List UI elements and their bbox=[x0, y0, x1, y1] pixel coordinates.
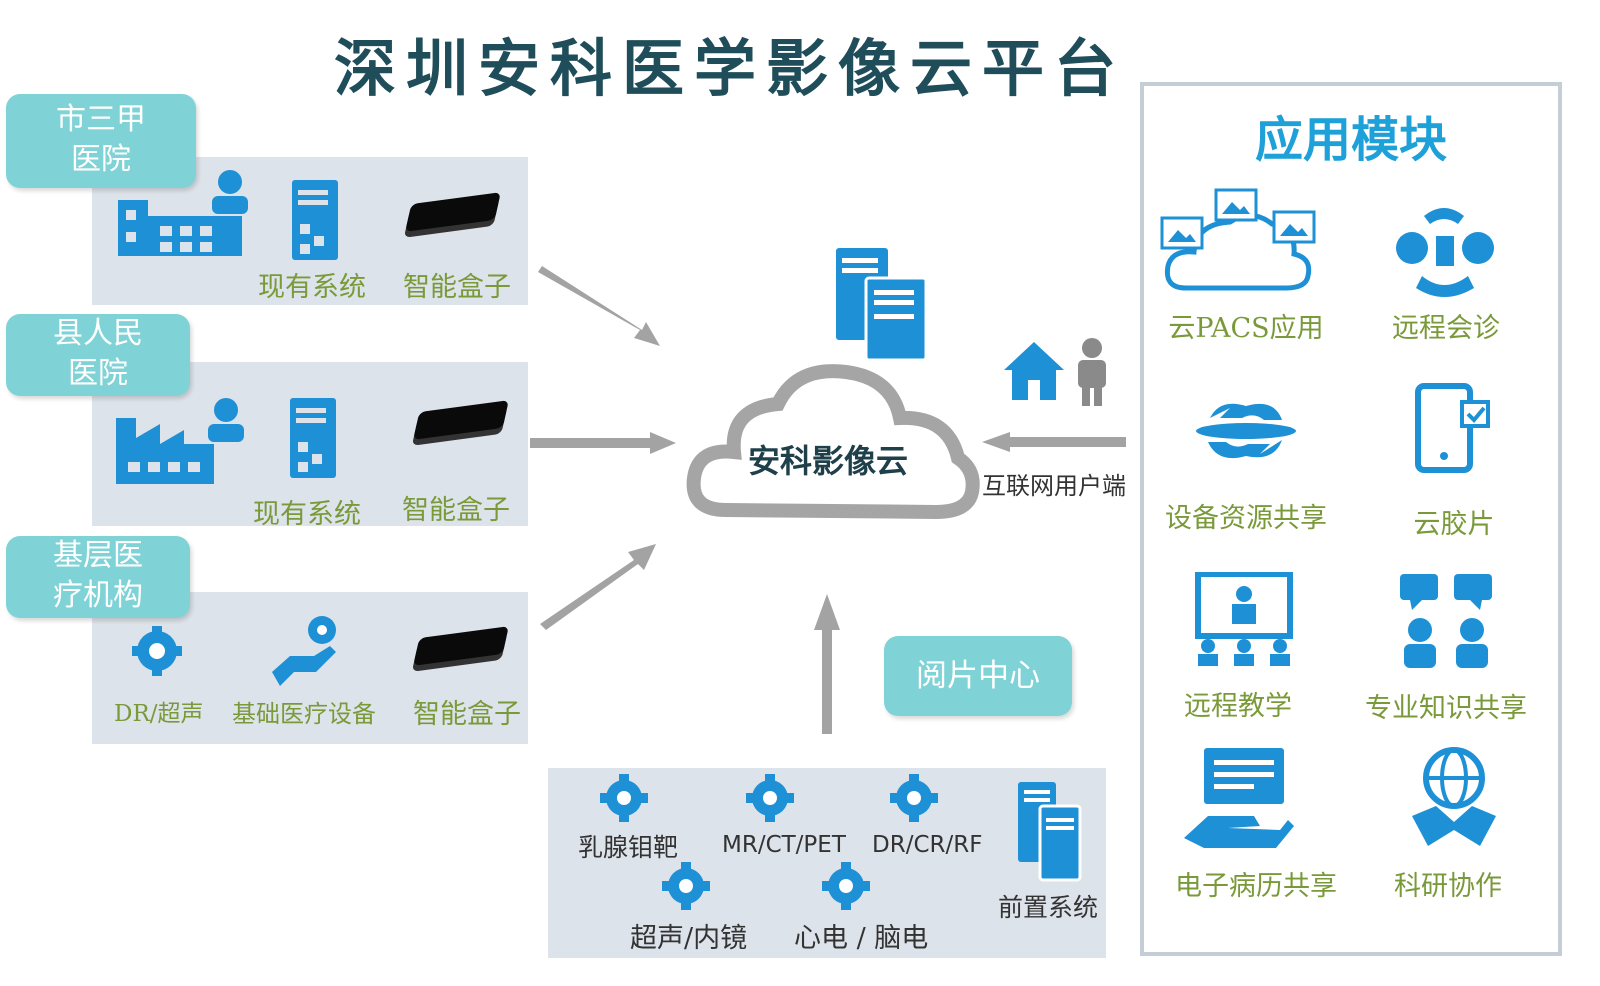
emr-sharing-icon bbox=[1184, 748, 1294, 848]
drcrrf-label: DR/CR/RF bbox=[872, 832, 983, 858]
app-label-emr-sharing: 电子病历共享 bbox=[1175, 871, 1337, 902]
hospital-1-tag: 市三甲 医院 bbox=[6, 94, 196, 188]
existing-system-label-2: 现有系统 bbox=[253, 499, 361, 530]
mammo-label: 乳腺钼靶 bbox=[578, 833, 679, 862]
drcrrf-gear-icon bbox=[890, 774, 938, 822]
app-label-resource-sharing: 设备资源共享 bbox=[1165, 503, 1327, 534]
arrow-hospital-2 bbox=[530, 432, 676, 454]
front-system-server-icon bbox=[1018, 782, 1082, 882]
page-title: 深圳安科医学影像云平台 bbox=[333, 32, 1126, 105]
cloud-film-icon bbox=[1415, 383, 1490, 473]
arrow-devices-to-cloud bbox=[814, 594, 840, 734]
existing-system-icon bbox=[292, 180, 338, 260]
remote-teaching-icon bbox=[1195, 572, 1293, 666]
cloud-images-icon bbox=[1160, 188, 1316, 291]
existing-system-icon-2 bbox=[290, 398, 336, 478]
medical-gear-icon bbox=[132, 626, 182, 676]
ultrasound-gear-icon bbox=[662, 862, 710, 910]
consult-icon bbox=[1396, 208, 1494, 297]
hospital-1-name-line1: 市三甲 bbox=[56, 102, 146, 137]
factory-icon bbox=[116, 398, 244, 484]
research-icon bbox=[1412, 747, 1496, 846]
internet-user-label: 互联网用户端 bbox=[982, 472, 1126, 500]
arrow-hospital-3 bbox=[540, 544, 656, 630]
cloud-label: 安科影像云 bbox=[748, 442, 909, 480]
resource-sharing-icon bbox=[1196, 403, 1296, 459]
dr-ultrasound-label: DR/超声 bbox=[114, 701, 204, 727]
arrow-internet bbox=[982, 432, 1126, 452]
smart-box-label: 智能盒子 bbox=[403, 272, 511, 303]
home-user-icon bbox=[1004, 338, 1106, 406]
cloud-shape bbox=[686, 364, 980, 520]
smart-box-label-2: 智能盒子 bbox=[402, 495, 510, 526]
hand-gear-icon bbox=[272, 616, 336, 686]
hospital-1-name-line2: 医院 bbox=[71, 142, 131, 177]
hospital-3-name-line2: 疗机构 bbox=[53, 578, 143, 613]
mrctpet-label: MR/CT/PET bbox=[722, 832, 846, 858]
hospital-3-tag: 基层医 疗机构 bbox=[6, 536, 190, 618]
ecg-label: 心电 / 脑电 bbox=[794, 923, 929, 954]
hospital-3-name-line1: 基层医 bbox=[53, 538, 143, 573]
hospital-2-name-line1: 县人民 bbox=[53, 316, 143, 351]
arrow-hospital-1 bbox=[538, 266, 660, 346]
hospital-2-tag: 县人民 医院 bbox=[6, 314, 190, 396]
existing-system-label: 现有系统 bbox=[258, 272, 366, 303]
mrctpet-gear-icon bbox=[746, 774, 794, 822]
ultrasound-label: 超声/内镜 bbox=[630, 923, 748, 954]
basic-equipment-label: 基础医疗设备 bbox=[232, 700, 376, 728]
app-label-remote-teaching: 远程教学 bbox=[1184, 691, 1292, 722]
app-label-knowledge-sharing: 专业知识共享 bbox=[1365, 693, 1527, 724]
app-label-cloud-pacs: 云PACS应用 bbox=[1168, 313, 1324, 344]
hospital-2-name-line2: 医院 bbox=[68, 356, 128, 391]
smart-box-label-3: 智能盒子 bbox=[413, 699, 521, 730]
app-module-title: 应用模块 bbox=[1254, 112, 1447, 168]
knowledge-sharing-icon bbox=[1400, 574, 1492, 668]
app-label-remote-consult: 远程会诊 bbox=[1392, 313, 1500, 344]
cloud-server-icon bbox=[836, 248, 928, 360]
app-label-cloud-film: 云胶片 bbox=[1413, 509, 1495, 540]
app-label-research: 科研协作 bbox=[1394, 871, 1502, 902]
mammo-gear-icon bbox=[600, 774, 648, 822]
reading-center-tag: 阅片中心 bbox=[884, 636, 1072, 716]
ecg-gear-icon bbox=[822, 862, 870, 910]
hospital-building-icon bbox=[118, 170, 248, 256]
front-system-label: 前置系统 bbox=[998, 893, 1099, 922]
